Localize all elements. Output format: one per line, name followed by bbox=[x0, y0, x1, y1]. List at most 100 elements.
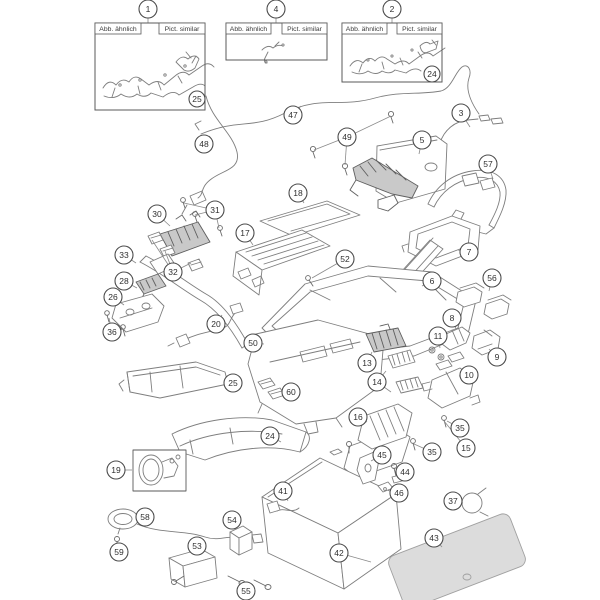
callout-16: 16 bbox=[348, 407, 368, 427]
svg-text:56: 56 bbox=[487, 273, 497, 283]
callout-11: 11 bbox=[428, 326, 448, 346]
svg-text:4: 4 bbox=[274, 4, 279, 14]
svg-text:24: 24 bbox=[427, 69, 437, 79]
callout-54: 54 bbox=[222, 510, 242, 530]
callout-25-inset: 25 bbox=[188, 90, 206, 108]
callout-33: 33 bbox=[114, 245, 134, 265]
svg-text:28: 28 bbox=[119, 276, 129, 286]
cable-41 bbox=[266, 500, 300, 514]
svg-text:57: 57 bbox=[483, 159, 493, 169]
callout-2: 2 bbox=[382, 0, 402, 19]
abb-aehnlich-label: Abb. ähnlich bbox=[99, 26, 137, 33]
callout-41: 41 bbox=[273, 481, 293, 501]
svg-text:1: 1 bbox=[146, 4, 151, 14]
svg-text:37: 37 bbox=[448, 496, 458, 506]
strap-57 bbox=[427, 169, 507, 235]
callout-45: 45 bbox=[372, 445, 392, 465]
callout-50: 50 bbox=[243, 333, 263, 353]
svg-text:44: 44 bbox=[400, 467, 410, 477]
cover-18 bbox=[259, 200, 361, 239]
callout-5: 5 bbox=[412, 130, 432, 150]
callout-35: 35 bbox=[422, 442, 442, 462]
battery-42 bbox=[261, 441, 403, 590]
svg-text:18: 18 bbox=[293, 188, 303, 198]
connectors-56 bbox=[455, 282, 512, 320]
callout-58: 58 bbox=[135, 507, 155, 527]
svg-text:30: 30 bbox=[152, 209, 162, 219]
callout-17: 17 bbox=[235, 223, 255, 243]
svg-text:10: 10 bbox=[464, 370, 474, 380]
callout-15: 15 bbox=[456, 438, 476, 458]
svg-text:46: 46 bbox=[394, 488, 404, 498]
callout-49: 49 bbox=[337, 127, 357, 147]
svg-text:45: 45 bbox=[377, 450, 387, 460]
svg-text:13: 13 bbox=[362, 358, 372, 368]
reference-box-1: Abb. ähnlich Pict. similar 1 25 bbox=[94, 0, 206, 111]
callout-46: 46 bbox=[389, 483, 409, 503]
svg-text:25: 25 bbox=[192, 94, 202, 104]
pict-similar-label: Pict. similar bbox=[402, 26, 437, 33]
svg-text:41: 41 bbox=[278, 486, 288, 496]
fuses-14 bbox=[387, 349, 424, 394]
label-left-box bbox=[225, 22, 272, 35]
callout-10: 10 bbox=[459, 365, 479, 385]
svg-text:8: 8 bbox=[450, 313, 455, 323]
svg-text:43: 43 bbox=[429, 533, 439, 543]
tray-50 bbox=[247, 319, 385, 435]
bracket-5 bbox=[349, 157, 419, 212]
grommets-60 bbox=[257, 377, 286, 400]
pict-similar-label: Pict. similar bbox=[165, 26, 200, 33]
svg-text:15: 15 bbox=[461, 443, 471, 453]
callout-4: 4 bbox=[266, 0, 286, 19]
relay-54 bbox=[229, 525, 253, 556]
svg-text:59: 59 bbox=[114, 547, 124, 557]
callout-14: 14 bbox=[367, 372, 387, 392]
pads-32 bbox=[147, 231, 204, 272]
svg-text:3: 3 bbox=[459, 108, 464, 118]
cable-48 bbox=[181, 95, 238, 215]
callout-24: 24 bbox=[260, 426, 280, 446]
callout-42: 42 bbox=[329, 543, 349, 563]
svg-text:26: 26 bbox=[108, 292, 118, 302]
svg-text:17: 17 bbox=[240, 228, 250, 238]
callout-52: 52 bbox=[335, 249, 355, 269]
svg-text:52: 52 bbox=[340, 254, 350, 264]
callout-18: 18 bbox=[288, 183, 308, 203]
svg-text:60: 60 bbox=[286, 387, 296, 397]
label-left-box bbox=[341, 22, 388, 35]
cable-47 bbox=[194, 65, 480, 135]
callout-1: 1 bbox=[138, 0, 158, 19]
callout-36: 36 bbox=[102, 322, 122, 342]
clamp-37 bbox=[461, 487, 489, 517]
ecu-17 bbox=[232, 229, 331, 296]
svg-text:31: 31 bbox=[210, 205, 220, 215]
clamp-28 bbox=[135, 273, 167, 303]
svg-text:16: 16 bbox=[353, 412, 363, 422]
svg-text:2: 2 bbox=[390, 4, 395, 14]
wire-4-art bbox=[261, 41, 285, 64]
svg-text:36: 36 bbox=[107, 327, 117, 337]
svg-text:25: 25 bbox=[228, 378, 238, 388]
label-right-box bbox=[396, 22, 443, 35]
svg-text:47: 47 bbox=[288, 110, 298, 120]
label-left-box bbox=[94, 22, 142, 35]
svg-text:20: 20 bbox=[211, 319, 221, 329]
svg-text:7: 7 bbox=[467, 247, 472, 257]
callout-7: 7 bbox=[459, 242, 479, 262]
callout-24-inset: 24 bbox=[423, 65, 441, 83]
channel-25 bbox=[118, 361, 229, 399]
screws-36 bbox=[104, 310, 126, 337]
horn-19 bbox=[132, 449, 187, 492]
callout-53: 53 bbox=[187, 536, 207, 556]
svg-text:50: 50 bbox=[248, 338, 258, 348]
svg-text:11: 11 bbox=[434, 331, 443, 341]
callout-9: 9 bbox=[487, 347, 507, 367]
svg-text:49: 49 bbox=[342, 132, 352, 142]
abb-aehnlich-label: Abb. ähnlich bbox=[230, 26, 268, 33]
